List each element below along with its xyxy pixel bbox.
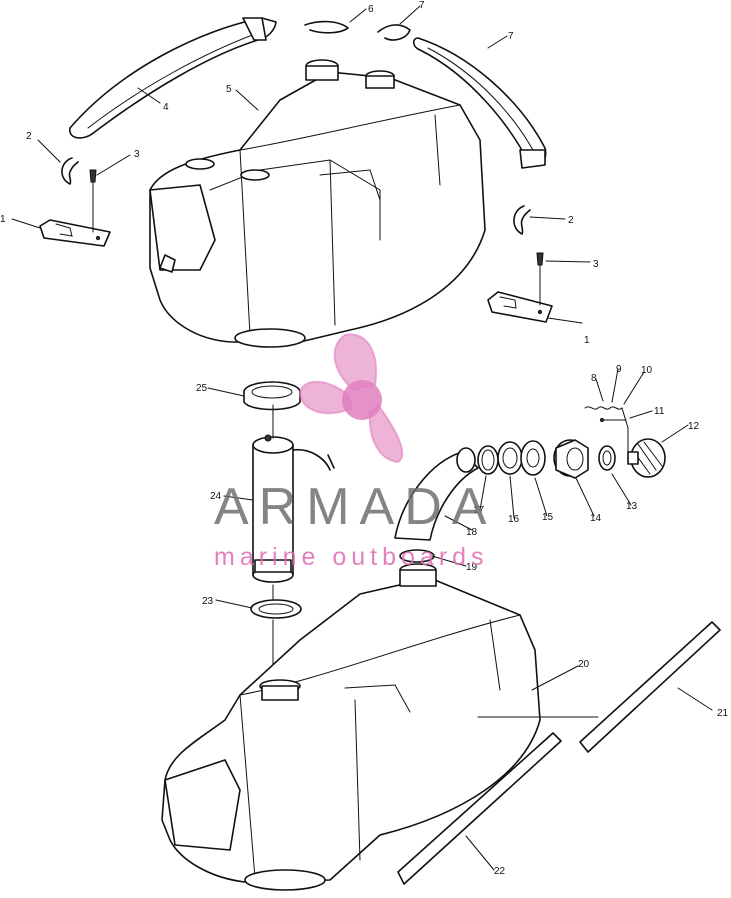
fuel-pickup-24	[252, 404, 335, 583]
filler-neck-14	[553, 439, 589, 479]
ring-right	[513, 205, 531, 235]
callout-6: 6	[368, 4, 374, 15]
pad-21	[579, 621, 721, 753]
callout-10: 10	[641, 365, 653, 376]
callout-20: 20	[578, 659, 590, 670]
callout-3-right: 3	[593, 259, 599, 270]
clip-6	[304, 20, 349, 34]
callout-12: 12	[688, 421, 700, 432]
gasket-15	[520, 440, 546, 476]
callout-16: 16	[508, 514, 520, 525]
callout-labels: 1 1 2 2 3 3 4 5 6 7 7 8 9 10 11 12 13 14…	[0, 0, 729, 877]
filler-hose-18	[394, 447, 479, 541]
callout-5: 5	[226, 84, 232, 95]
handle-strap-right	[412, 37, 547, 169]
clamp-17	[477, 445, 499, 475]
propeller-hub	[342, 380, 382, 420]
clip-7	[377, 24, 411, 41]
callout-2-left: 2	[26, 131, 32, 142]
brand-wordmark: ARMADA	[214, 478, 496, 536]
callout-3-left: 3	[134, 149, 140, 160]
tether-8-9-10-11	[584, 406, 629, 456]
callout-7-top: 7	[419, 0, 425, 11]
callout-23: 23	[202, 596, 214, 607]
pad-22	[397, 732, 562, 885]
callout-21: 21	[717, 708, 729, 719]
callout-17: 17	[473, 505, 485, 516]
ring-left	[61, 157, 79, 185]
callout-2-right: 2	[568, 215, 574, 226]
filler-cap-12	[627, 438, 666, 478]
leader-lines	[11, 5, 713, 871]
callout-14: 14	[590, 513, 602, 524]
callout-11: 11	[654, 406, 665, 417]
callout-7: 7	[508, 31, 514, 42]
callout-22: 22	[494, 866, 506, 877]
armada-watermark: ARMADA marine outboards	[214, 333, 496, 571]
brand-tagline: marine outboards	[214, 543, 489, 571]
lock-ring-25	[243, 381, 301, 411]
callout-9: 9	[616, 364, 622, 375]
propeller-logo-icon	[298, 333, 404, 464]
handle-strap-left	[69, 17, 277, 139]
callout-25: 25	[196, 383, 208, 394]
callout-19: 19	[466, 562, 478, 573]
fuel-tank-lower-20	[161, 549, 599, 891]
mount-plate-right	[487, 291, 553, 323]
callout-4: 4	[163, 102, 169, 113]
screw-left	[89, 169, 97, 233]
o-ring-13	[598, 445, 616, 471]
callout-24: 24	[210, 491, 222, 502]
callout-13: 13	[626, 501, 638, 512]
seal-23	[250, 584, 302, 681]
callout-1-left: 1	[0, 214, 6, 225]
screw-right	[536, 252, 544, 306]
nut-16	[497, 441, 523, 475]
callout-18: 18	[466, 527, 478, 538]
mount-plate-left	[39, 219, 111, 247]
callout-1-right: 1	[584, 335, 590, 346]
fuel-tank-upper	[149, 59, 486, 348]
callout-15: 15	[542, 512, 554, 523]
callout-8: 8	[591, 373, 597, 384]
